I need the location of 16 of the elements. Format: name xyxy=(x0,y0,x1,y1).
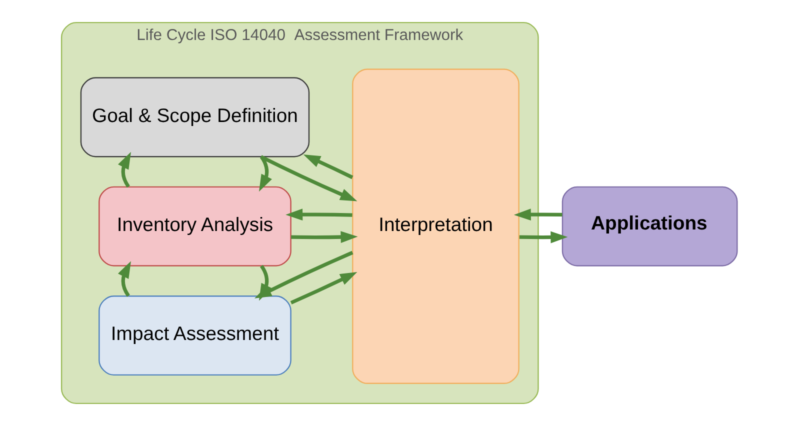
node-box: Inventory Analysis xyxy=(98,186,291,266)
arrow xyxy=(117,152,130,188)
node-box: Goal & Scope Definition xyxy=(80,77,310,158)
arrow xyxy=(290,272,357,304)
arrow xyxy=(117,261,130,297)
arrow xyxy=(513,208,562,221)
node-box: Applications xyxy=(561,186,738,266)
arrow xyxy=(302,154,353,180)
arrow xyxy=(518,231,568,244)
arrow xyxy=(254,250,353,298)
arrow xyxy=(260,155,357,202)
arrow xyxy=(285,208,352,221)
arrow xyxy=(290,231,358,243)
node-box: Impact Assessment xyxy=(98,295,291,376)
arrow xyxy=(258,156,272,192)
node-box: Interpretation xyxy=(352,68,519,384)
